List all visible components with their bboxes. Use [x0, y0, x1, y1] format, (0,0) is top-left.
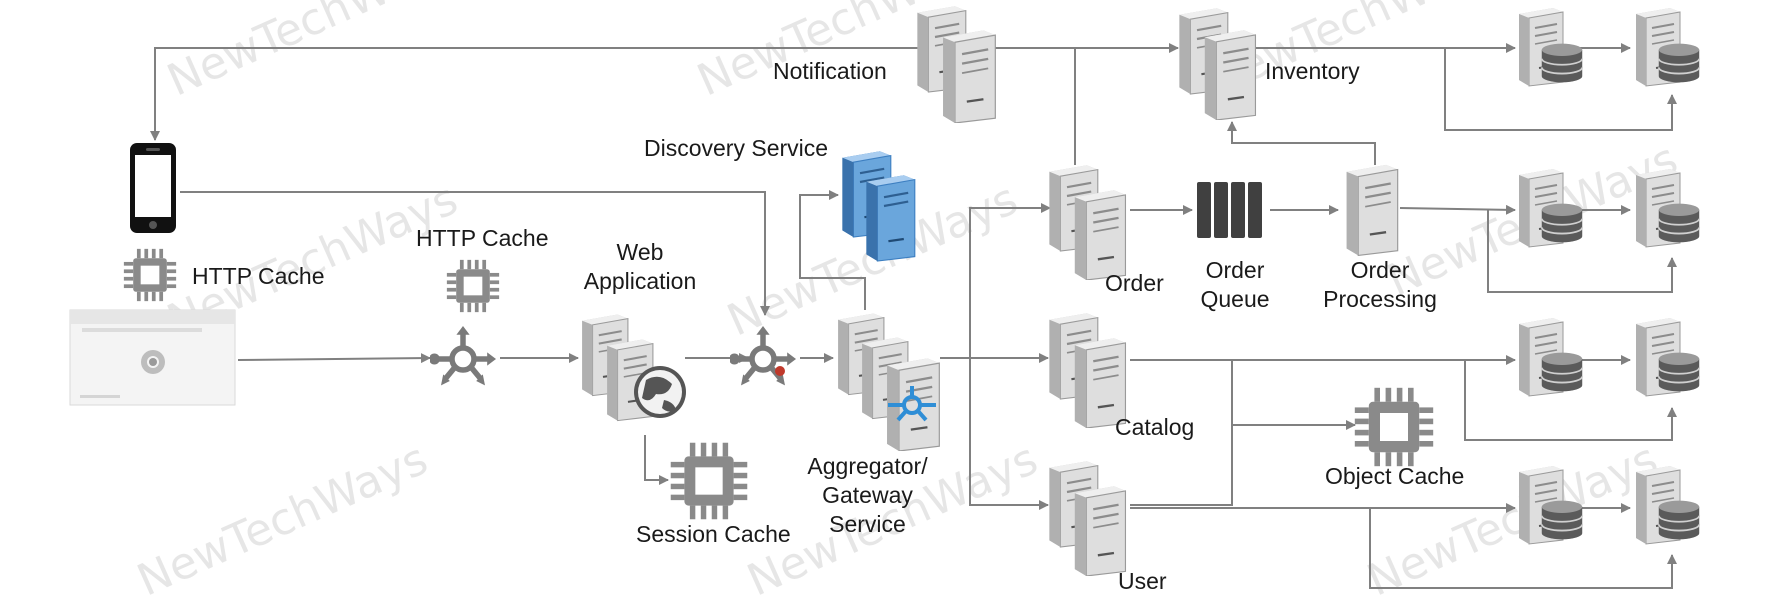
order-processing-label: Order Processing — [1323, 257, 1437, 312]
gateway-servers — [837, 312, 941, 451]
gateway-label: Aggregator/ Gateway Service — [807, 453, 928, 537]
inventory-label: Inventory — [1265, 58, 1360, 84]
web-application-servers — [581, 313, 686, 422]
user-servers — [1048, 460, 1127, 576]
notification-servers — [916, 5, 997, 123]
router-icon — [429, 326, 496, 385]
notification-label: Notification — [773, 58, 887, 84]
order-label: Order — [1105, 270, 1164, 296]
chip-icon — [1355, 388, 1433, 466]
database-icon — [1540, 202, 1584, 244]
order-queue-label: Order Queue — [1200, 257, 1270, 312]
discovery-service-servers — [841, 150, 916, 262]
user-label: User — [1118, 568, 1167, 594]
database-icon — [1657, 42, 1701, 84]
globe-icon — [634, 366, 686, 418]
session-cache-label: Session Cache — [636, 521, 791, 547]
order-servers — [1048, 164, 1127, 280]
database-icon — [1657, 202, 1701, 244]
browser-icon — [69, 309, 236, 406]
catalog-servers — [1048, 312, 1127, 428]
router-icon — [729, 326, 796, 385]
database-icon — [1657, 351, 1701, 393]
chip-icon — [445, 258, 501, 314]
web-application-label: Web Application — [583, 239, 697, 294]
order-processing-server — [1345, 163, 1399, 256]
connectors — [150, 43, 1677, 589]
discovery-service-label: Discovery Service — [644, 135, 829, 161]
gateway-router-icon — [888, 386, 936, 422]
database-icon — [1540, 499, 1584, 541]
catalog-label: Catalog — [1115, 414, 1195, 440]
database-icon — [1657, 499, 1701, 541]
http-cache-mobile-label: HTTP Cache — [192, 263, 325, 289]
chip-icon — [122, 247, 178, 303]
queue-icon — [1197, 182, 1262, 238]
chip-icon — [671, 443, 748, 520]
database-icon — [1540, 42, 1584, 84]
database-icon — [1540, 351, 1584, 393]
inventory-servers — [1178, 7, 1257, 120]
http-cache-proxy-label: HTTP Cache — [416, 225, 549, 251]
phone-icon — [130, 143, 176, 233]
object-cache-label: Object Cache — [1325, 463, 1465, 489]
